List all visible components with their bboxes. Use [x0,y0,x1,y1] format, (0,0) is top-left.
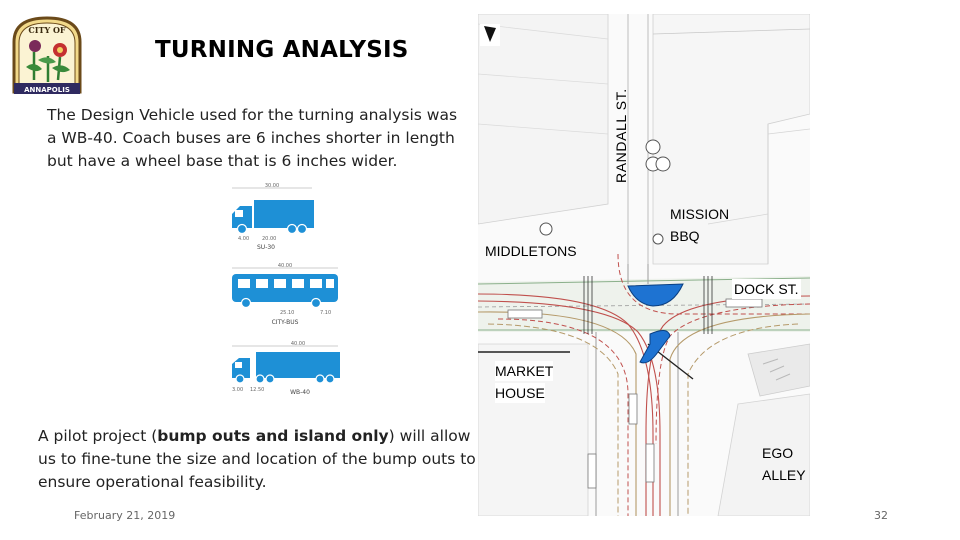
dock-street-label: DOCK ST. [732,279,801,299]
su30-name: SU-30 [257,244,275,251]
mission-bbq-label-line2: BBQ [670,228,700,244]
market-house-label-line2: HOUSE [495,383,545,403]
citybus-wheel-label-1: 25.10 [280,310,294,316]
intersection-plan-map [477,13,811,517]
ego-alley-label-line1: EGO [762,445,794,461]
su30-truck-diagram: 30.00 4.00 20.00 SU-30 [232,183,314,251]
wb40-wheel-label-2: 12.50 [250,387,264,393]
pilot-suffix: ) will allow us to fine-tune the size an… [38,427,476,491]
su30-length-label: 30.00 [265,183,279,189]
city-bus-diagram: 40.00 25.10 7.10 CITY-BUS [232,263,338,326]
citybus-length-label: 40.00 [278,263,292,269]
city-seal-logo: CITY OF ANNAPOLIS [8,12,86,98]
seal-top-text: CITY OF [28,25,66,35]
pilot-bold: bump outs and island only [157,427,389,445]
middletons-label: MIDDLETONS [485,243,577,259]
page-number: 32 [874,509,888,522]
citybus-wheel-label-2: 7.10 [320,310,331,316]
design-vehicle-diagrams: 30.00 4.00 20.00 SU-30 40.00 25.10 7. [220,182,470,402]
wb40-wheel-label-1: 3.00 [232,387,243,393]
ego-alley-label-line2: ALLEY [762,467,806,483]
market-house-label-line1: MARKET [495,361,554,381]
wb40-truck-diagram: 40.00 3.00 12.50 WB-40 [232,341,340,396]
randall-street-label: RANDALL ST. [613,88,629,183]
seal-bottom-text: ANNAPOLIS [24,86,70,94]
pilot-paragraph: A pilot project (bump outs and island on… [38,425,478,494]
pilot-prefix: A pilot project ( [38,427,158,445]
su30-wheel-label-1: 4.00 [238,236,249,242]
slide-title: TURNING ANALYSIS [155,37,409,63]
citybus-name: CITY-BUS [272,319,299,326]
wb40-length-label: 40.00 [291,341,305,347]
intro-paragraph: The Design Vehicle used for the turning … [47,106,458,170]
su30-wheel-label-2: 20.00 [262,236,276,242]
north-arrow-icon [480,24,500,46]
wb40-name: WB-40 [290,389,310,396]
mission-bbq-label-line1: MISSION [670,206,730,222]
footer-date: February 21, 2019 [74,509,176,522]
